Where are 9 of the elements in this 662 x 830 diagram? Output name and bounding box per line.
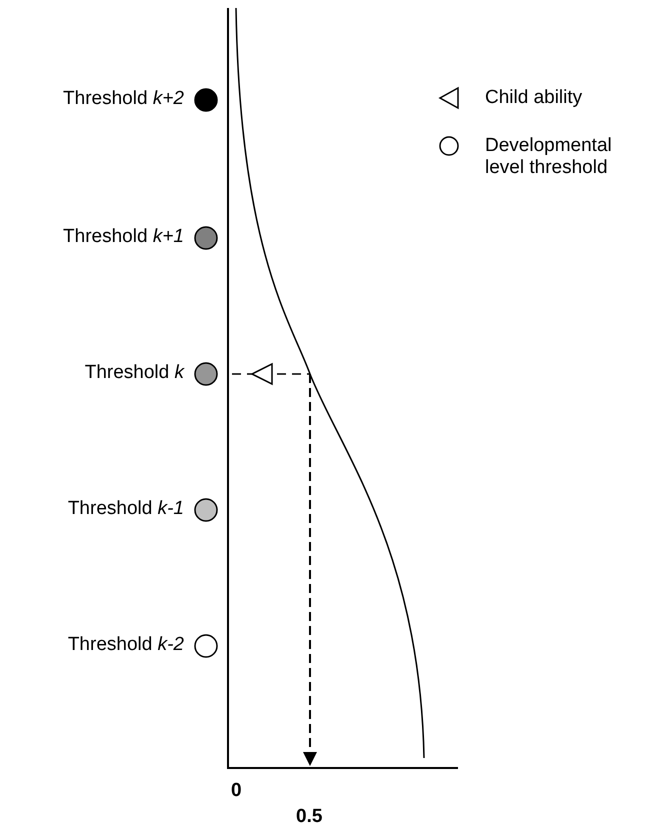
tick-label: 0: [231, 780, 242, 802]
threshold-label: Threshold k-1: [68, 498, 184, 520]
tick-label: 0.5: [296, 806, 322, 828]
legend-label: Child ability: [485, 87, 584, 109]
threshold-label: Threshold k+1: [63, 226, 184, 248]
legend-label: Developmental level threshold: [485, 135, 613, 179]
threshold-label: Threshold k: [84, 362, 184, 384]
threshold-label: Threshold k-2: [68, 634, 184, 656]
threshold-label: Threshold k+2: [63, 88, 184, 110]
